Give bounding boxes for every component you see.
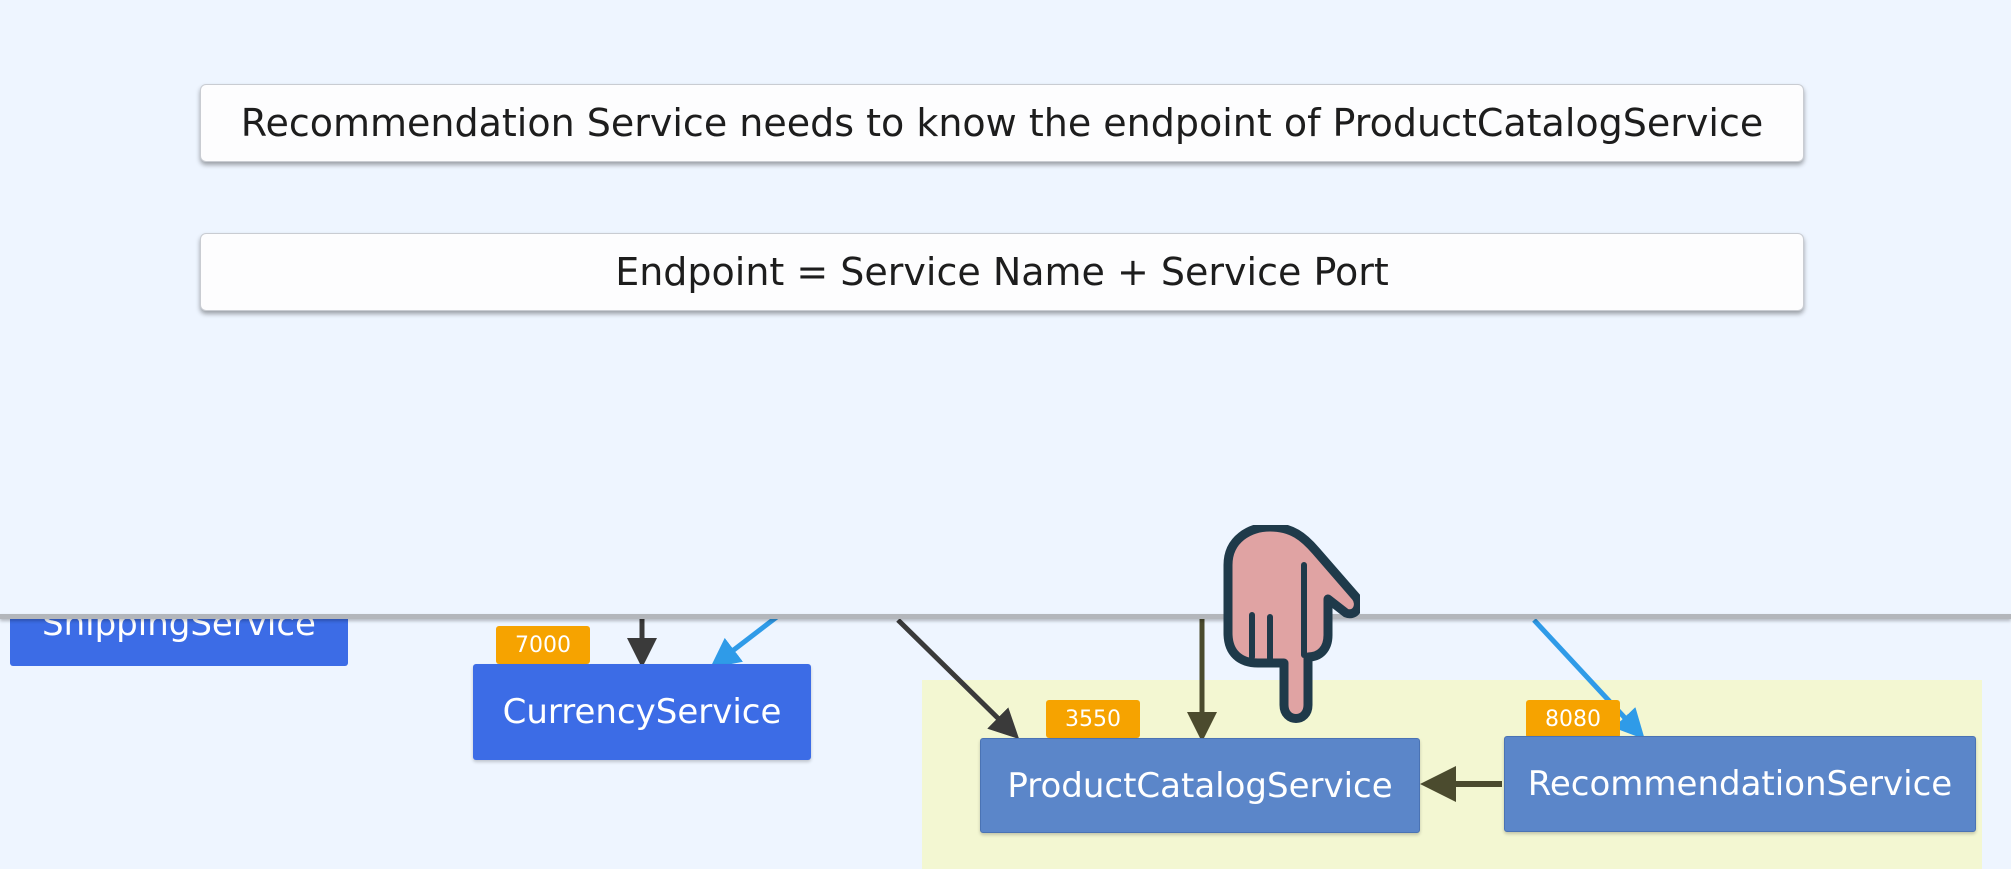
productcatalog-port-badge: 3550 — [1046, 700, 1140, 738]
arrow-into-productcatalog-diagonal — [896, 618, 1020, 740]
currency-service-node: CurrencyService — [473, 664, 811, 760]
recommendation-service-label: RecommendationService — [1527, 764, 1953, 804]
currency-service-label: CurrencyService — [502, 692, 782, 732]
recommendation-service-node: RecommendationService — [1504, 736, 1976, 832]
productcatalog-service-label: ProductCatalogService — [1007, 765, 1393, 806]
callout-endpoint-need: Recommendation Service needs to know the… — [200, 84, 1804, 162]
recommendation-port-badge: 8080 — [1526, 700, 1620, 738]
callout-endpoint-need-text: Recommendation Service needs to know the… — [240, 101, 1764, 145]
callout-endpoint-formula: Endpoint = Service Name + Service Port — [200, 233, 1804, 311]
productcatalog-service-node: ProductCatalogService — [980, 738, 1420, 833]
callout-endpoint-formula-text: Endpoint = Service Name + Service Port — [615, 250, 1389, 294]
pointing-hand-icon — [1223, 525, 1360, 723]
arrow-into-currency-diagonal — [710, 616, 780, 669]
arrow-into-recommendation-diagonal — [1532, 618, 1645, 740]
shipping-service-label: ShippingService — [10, 616, 348, 666]
section-divider — [0, 614, 2011, 619]
shipping-service-node: ShippingService — [10, 616, 348, 666]
diagram-arrows — [627, 616, 1645, 802]
service-diagram: ShippingService 7000 CurrencyService 355… — [0, 616, 2011, 869]
currency-port-badge: 7000 — [496, 626, 590, 664]
